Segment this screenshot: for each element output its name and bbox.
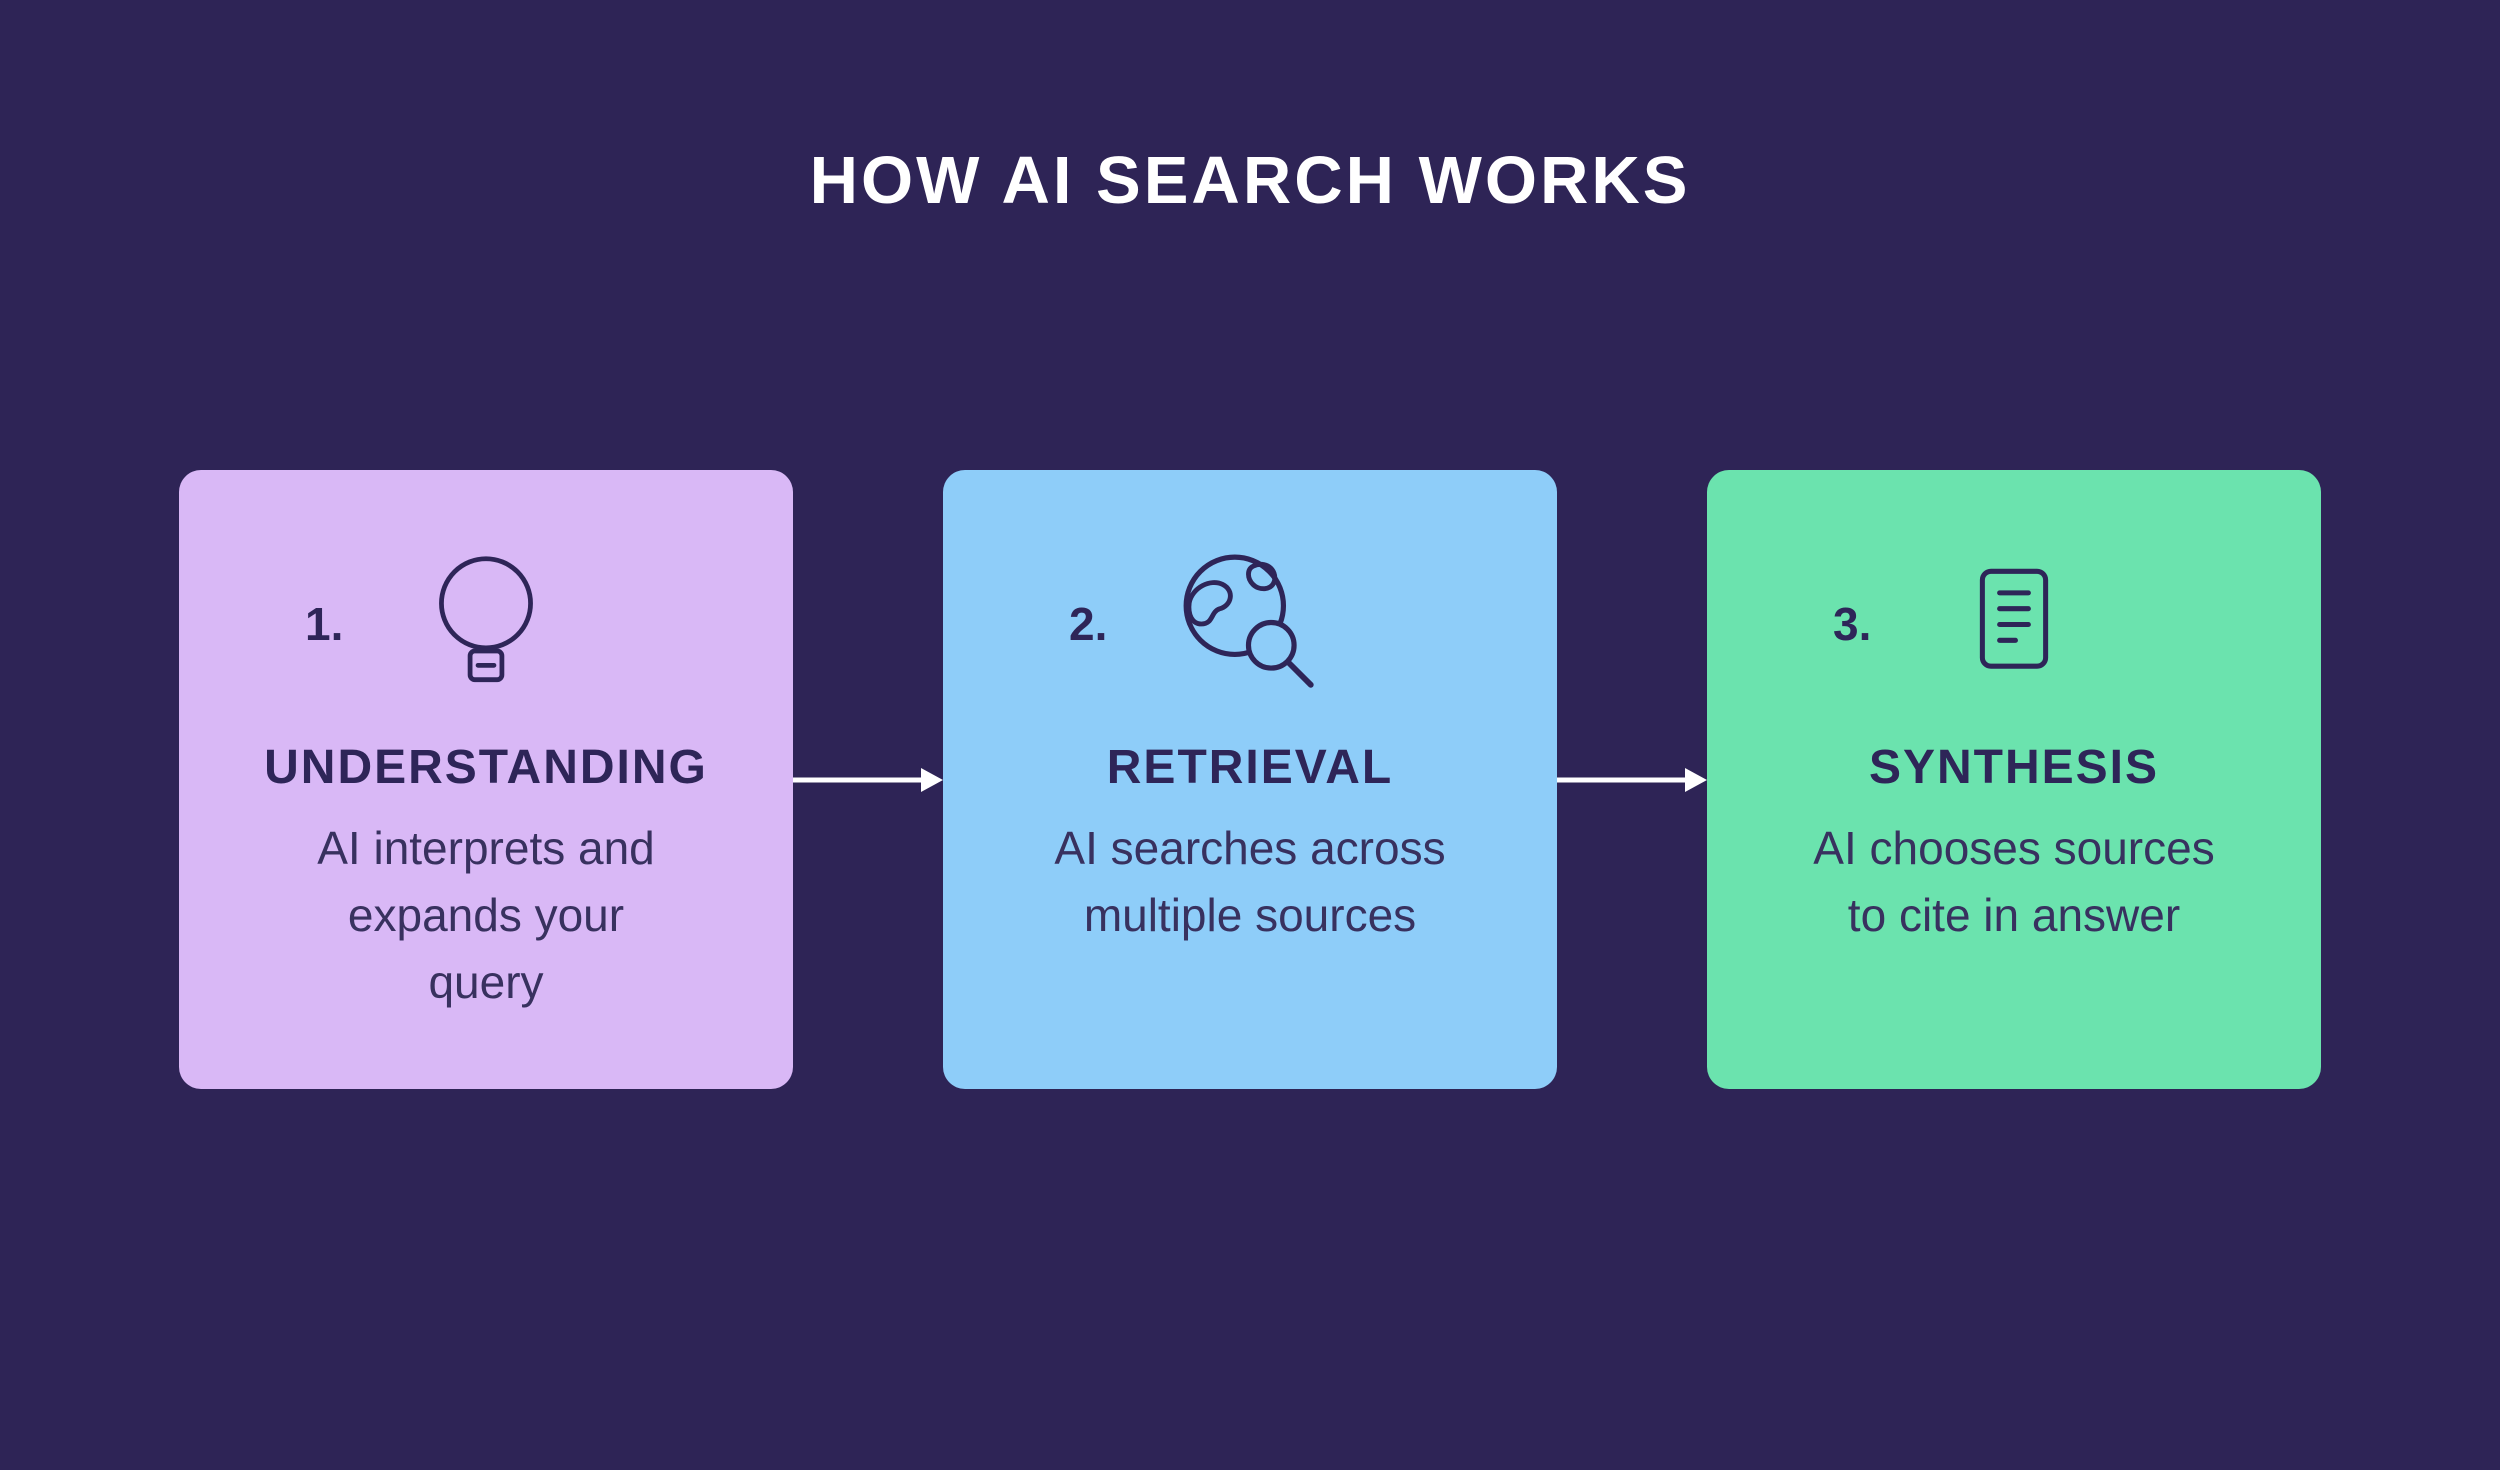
step-description-line: to cite in answer bbox=[1847, 889, 2181, 941]
document-icon bbox=[1968, 564, 2060, 685]
right-arrow-icon bbox=[793, 767, 943, 792]
step-description-line: AI chooses sources bbox=[1813, 822, 2215, 874]
step-description: AI interprets and expands your query bbox=[317, 815, 655, 1016]
step-heading: UNDERSTANDING bbox=[264, 741, 708, 794]
step-card-understanding: 1. UNDERSTANDING AI interprets and expan… bbox=[179, 470, 793, 1089]
step-description-line: AI interprets and bbox=[317, 822, 655, 874]
step-icon-row: 1. bbox=[179, 538, 793, 710]
step-description-line: query bbox=[428, 956, 544, 1008]
step-number: 1. bbox=[305, 598, 344, 650]
steps-row: 1. UNDERSTANDING AI interprets and expan… bbox=[179, 470, 2321, 1089]
lightbulb-icon bbox=[435, 554, 537, 694]
step-description-line: multiple sources bbox=[1083, 889, 1417, 941]
step-icon-row: 2. bbox=[943, 538, 1557, 710]
step-description: AI searches across multiple sources bbox=[1054, 815, 1445, 949]
step-description-line: AI searches across bbox=[1054, 822, 1446, 874]
step-description: AI chooses sources to cite in answer bbox=[1813, 815, 2214, 949]
step-card-synthesis: 3. SYNTHESIS AI chooses sources to cite … bbox=[1707, 470, 2321, 1089]
page-title: HOW AI SEARCH WORKS bbox=[809, 143, 1691, 218]
step-description-line: expands your bbox=[347, 889, 625, 941]
flow-arrow bbox=[793, 470, 943, 1089]
flow-arrow bbox=[1557, 470, 1707, 1089]
step-number: 3. bbox=[1833, 598, 1872, 650]
step-heading: SYNTHESIS bbox=[1868, 741, 2160, 794]
step-number: 2. bbox=[1069, 598, 1108, 650]
step-icon-row: 3. bbox=[1707, 538, 2321, 710]
step-heading: RETRIEVAL bbox=[1106, 741, 1394, 794]
globe-search-icon bbox=[1174, 548, 1326, 700]
right-arrow-icon bbox=[1557, 767, 1707, 792]
step-card-retrieval: 2. RETRIEVAL AI searches across multiple… bbox=[943, 470, 1557, 1089]
